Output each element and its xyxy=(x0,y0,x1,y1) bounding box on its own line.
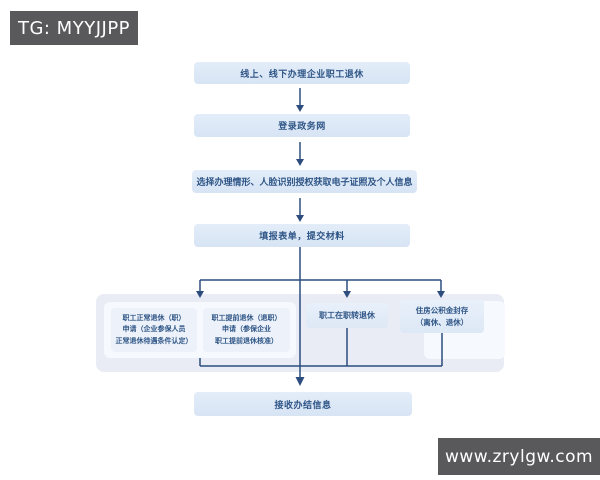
flow-node-start: 线上、线下办理企业职工退休 xyxy=(194,62,410,84)
flow-node-start-label: 线上、线下办理企业职工退休 xyxy=(240,69,364,80)
arrow-down-icon xyxy=(296,105,304,112)
flow-node-login-label: 登录政务网 xyxy=(278,122,326,132)
branch-node-housing-fund: 住房公积金封存 （离休、退休） xyxy=(400,300,484,333)
website-watermark-badge: www.zrylgw.com xyxy=(438,438,600,475)
branch-normal-line1: 职工正常退休（职） xyxy=(122,313,186,322)
arrow-down-icon xyxy=(296,215,304,222)
arrow-down-icon xyxy=(296,159,304,166)
flow-node-receive-result-label: 接收办结信息 xyxy=(274,400,332,411)
branch-normal-line3: 正常退休待遇条件认定） xyxy=(115,336,193,345)
flow-node-select-case-label: 选择办理情形、人脸识别授权获取电子证照及个人信息 xyxy=(196,178,413,188)
branch-transfer-label: 职工在职转退休 xyxy=(319,311,375,320)
branch-housing-line1: 住房公积金封存 xyxy=(415,305,469,315)
website-watermark-text: www.zrylgw.com xyxy=(444,446,594,467)
flow-node-submit-form-label: 填报表单，提交材料 xyxy=(259,232,345,242)
branch-node-normal-retirement: 职工正常退休（职） 申请（企业参保人员 正常退休待遇条件认定） xyxy=(111,308,197,352)
branch-early-line2: 申请（参保企业 xyxy=(222,325,271,334)
flow-node-login: 登录政务网 xyxy=(194,114,410,137)
flow-node-receive-result: 接收办结信息 xyxy=(194,392,412,416)
branch-node-early-retirement: 职工提前退休（退职） 申请（参保企业 职工提前退休核准） xyxy=(203,308,290,352)
tg-watermark-badge: TG: MYYJJPP xyxy=(10,11,138,45)
arrow-down-icon xyxy=(295,377,305,386)
flow-node-select-case: 选择办理情形、人脸识别授权获取电子证照及个人信息 xyxy=(192,170,417,193)
branch-normal-line2: 申请（企业参保人员 xyxy=(122,325,186,334)
branch-early-line1: 职工提前退休（退职） xyxy=(211,313,282,322)
branch-early-line3: 职工提前退休核准） xyxy=(215,336,278,345)
branch-node-inservice-transfer: 职工在职转退休 xyxy=(306,303,388,328)
branch-housing-line2: （离休、退休） xyxy=(415,317,469,327)
tg-watermark-text: TG: MYYJJPP xyxy=(17,17,131,39)
flow-node-submit-form: 填报表单，提交材料 xyxy=(194,224,410,247)
